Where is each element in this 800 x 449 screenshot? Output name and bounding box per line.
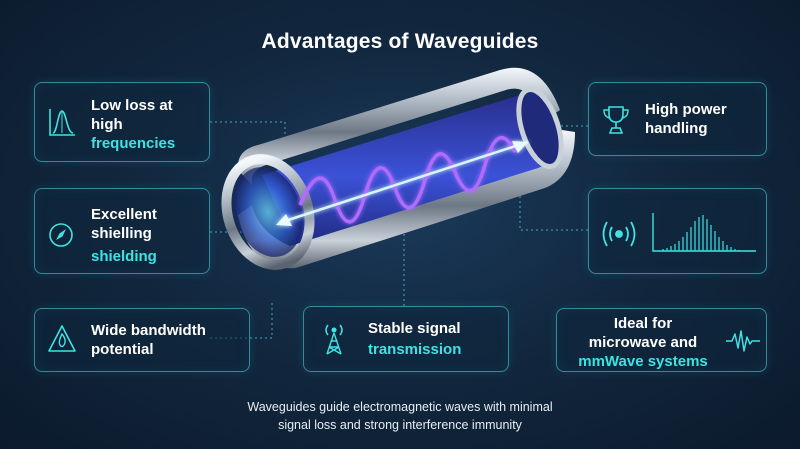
bandwidth-line1: Wide bandwidth [91, 322, 206, 339]
caption: Waveguides guide electromagnetic waves w… [0, 398, 800, 434]
warning-flame-icon [48, 325, 76, 352]
caption-line1: Waveguides guide electromagnetic waves w… [247, 400, 553, 414]
shielding-line1: Excellent [91, 206, 157, 223]
spectrum-signal-icon [602, 213, 756, 252]
page-title: Advantages of Waveguides [261, 30, 539, 53]
low-loss-line3: frequencies [91, 135, 176, 152]
card-spectrum [588, 188, 767, 274]
stable-line1: Stable signal [368, 320, 461, 337]
trophy-icon [603, 106, 629, 134]
stable-line2: transmission [368, 341, 462, 358]
ideal-line3: mmWave systems [578, 353, 708, 370]
card-low-loss: Low loss at high frequencies [34, 82, 210, 162]
waveform-icon [726, 330, 760, 352]
bandwidth-line2: potential [91, 341, 154, 358]
wave-signal [276, 135, 529, 226]
shielding-line3: shielding [91, 248, 157, 265]
ideal-line2: microwave and [588, 334, 698, 351]
low-loss-line1: Low loss at [91, 97, 173, 114]
card-bandwidth: Wide bandwidth potential [34, 308, 250, 372]
spectrum-peak-icon [49, 109, 75, 136]
antenna-tower-icon [325, 324, 343, 355]
high-power-line1: High power [645, 101, 727, 118]
ideal-line1: Ideal for [613, 315, 673, 332]
card-shielding: Excellent shielling shielding [34, 188, 210, 274]
caption-line2: signal loss and strong interference immu… [278, 418, 522, 432]
card-ideal: Ideal for microwave and mmWave systems [556, 308, 767, 372]
low-loss-line2: high [91, 116, 123, 133]
high-power-line2: handling [645, 120, 708, 137]
shielding-line2: shielling [91, 225, 152, 242]
card-stable-signal: Stable signal transmission [303, 306, 509, 372]
compass-icon [49, 223, 73, 247]
waveguide-tube [221, 67, 575, 270]
card-high-power: High power handling [588, 82, 767, 156]
